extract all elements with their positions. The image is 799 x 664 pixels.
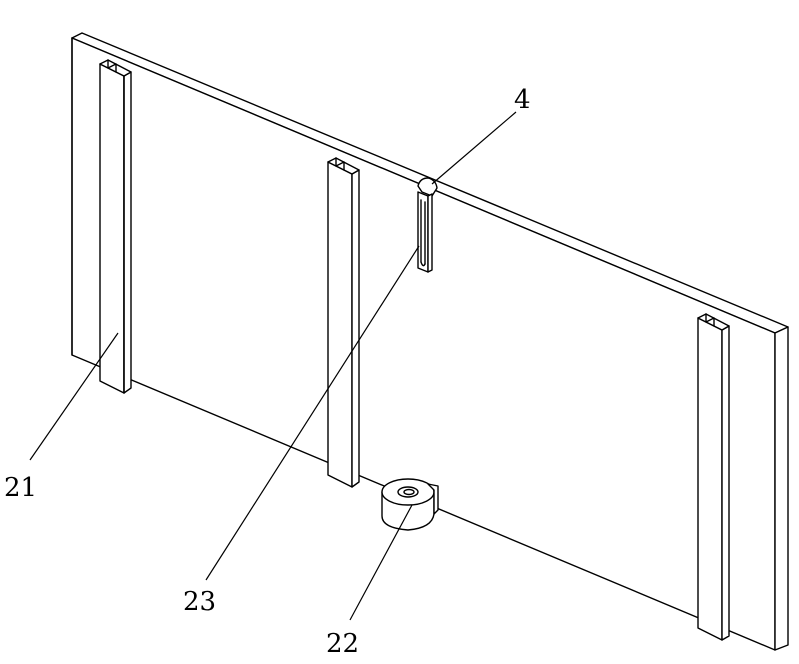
cylindrical-base xyxy=(381,478,439,531)
callout-4: 4 xyxy=(514,85,531,115)
guide-post-middle xyxy=(327,157,360,488)
guide-post-right xyxy=(697,313,730,641)
callout-21: 21 xyxy=(4,473,37,503)
leader-lines xyxy=(29,111,517,621)
leader-4 xyxy=(431,111,517,185)
callout-23: 23 xyxy=(183,587,216,617)
leader-23 xyxy=(205,245,420,581)
callout-22: 22 xyxy=(326,629,359,659)
leader-21 xyxy=(29,332,119,461)
main-plate xyxy=(71,32,789,651)
slot-clip xyxy=(417,177,438,273)
guide-post-left xyxy=(99,59,132,394)
leader-22 xyxy=(349,504,413,621)
